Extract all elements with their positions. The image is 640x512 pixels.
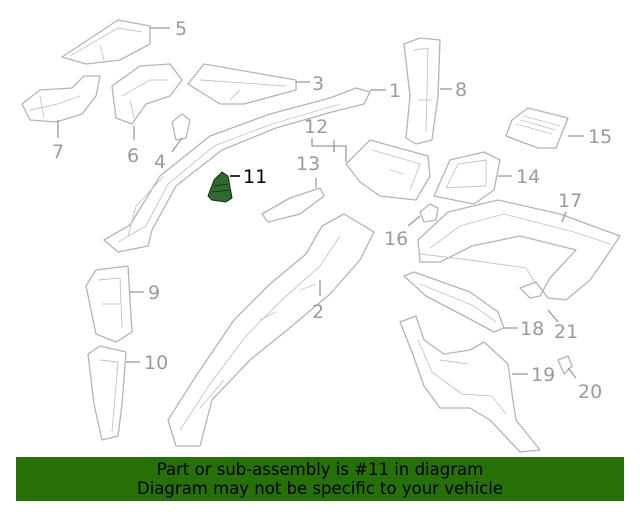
callout-21: 21 bbox=[554, 321, 578, 343]
part-13-shape bbox=[261, 187, 325, 223]
part-19-shape bbox=[399, 315, 541, 453]
part-7-shape bbox=[21, 75, 101, 123]
banner-line-2: Diagram may not be specific to your vehi… bbox=[137, 479, 503, 498]
callout-1: 1 bbox=[389, 80, 401, 102]
part-14-shape bbox=[433, 151, 501, 205]
callout-19: 19 bbox=[531, 364, 555, 386]
callout-11: 11 bbox=[243, 166, 267, 188]
callout-18: 18 bbox=[520, 318, 544, 340]
callout-labels: 5 3 1 8 7 6 4 15 11 12 13 14 16 17 9 2 1… bbox=[52, 18, 612, 403]
callout-2: 2 bbox=[312, 301, 324, 323]
part-3-shape bbox=[187, 63, 297, 105]
part-4-shape bbox=[171, 113, 191, 141]
part-11-highlighted bbox=[207, 171, 233, 203]
part-1-shape bbox=[103, 87, 371, 253]
parts-diagram: 5 3 1 8 7 6 4 15 11 12 13 14 16 17 9 2 1… bbox=[21, 18, 621, 453]
callout-14: 14 bbox=[516, 166, 540, 188]
part-6-shape bbox=[111, 63, 183, 125]
callout-4: 4 bbox=[154, 151, 166, 173]
callout-9: 9 bbox=[148, 282, 160, 304]
part-15-shape bbox=[505, 107, 569, 149]
callout-13: 13 bbox=[296, 153, 320, 175]
part-12-shape bbox=[345, 139, 431, 201]
part-5-shape bbox=[61, 19, 151, 65]
part-20-shape bbox=[557, 355, 573, 375]
callout-17: 17 bbox=[558, 190, 582, 212]
callout-12-bracket bbox=[311, 138, 347, 162]
callout-8: 8 bbox=[455, 79, 467, 101]
callout-12: 12 bbox=[304, 116, 328, 138]
part-2-shape bbox=[167, 213, 375, 447]
callout-20: 20 bbox=[578, 381, 602, 403]
part-16-shape bbox=[419, 203, 439, 223]
banner-line-1: Part or sub-assembly is #11 in diagram bbox=[156, 460, 484, 479]
callout-6: 6 bbox=[127, 145, 139, 167]
part-9-shape bbox=[85, 265, 133, 343]
callout-15: 15 bbox=[588, 126, 612, 148]
info-banner: Part or sub-assembly is #11 in diagram D… bbox=[16, 457, 624, 501]
callout-10: 10 bbox=[144, 352, 168, 374]
callout-16: 16 bbox=[384, 228, 408, 250]
callout-3: 3 bbox=[312, 73, 324, 95]
part-17-shape bbox=[417, 199, 621, 301]
part-8-shape bbox=[403, 37, 441, 145]
part-10-shape bbox=[87, 345, 127, 441]
callout-7: 7 bbox=[52, 141, 64, 163]
callout-5: 5 bbox=[175, 18, 187, 40]
